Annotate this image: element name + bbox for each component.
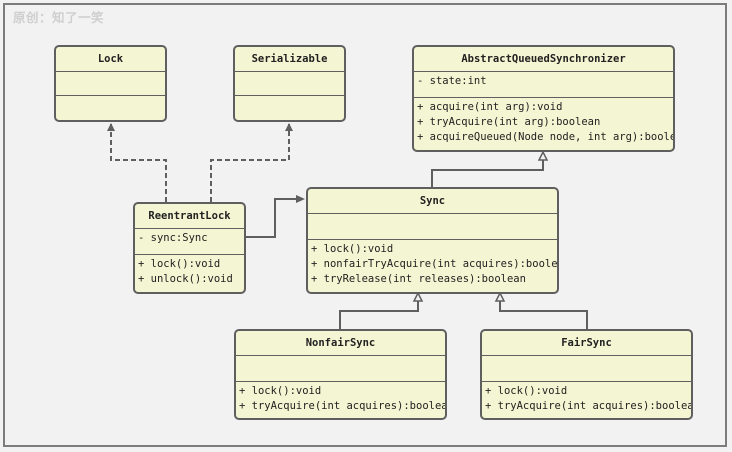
methods-section: + lock():void + unlock():void (135, 254, 244, 292)
attributes-section (56, 71, 165, 95)
attribute-sync: - sync:Sync (138, 232, 208, 244)
class-name: AbstractQueuedSynchronizer (461, 53, 626, 65)
methods-section (235, 95, 344, 120)
method-try-acquire: + tryAcquire(int acquires):boolean (239, 400, 447, 412)
methods-section: + lock():void + nonfairTryAcquire(int ac… (308, 239, 559, 292)
class-abstract-queued-synchronizer: AbstractQueuedSynchronizer - state:int +… (412, 45, 675, 152)
attributes-section (482, 355, 691, 381)
class-name: Sync (419, 195, 446, 207)
method-lock: + lock():void (239, 385, 322, 397)
realization-serializable-edge (210, 124, 290, 202)
methods-section: + lock():void + tryAcquire(int acquires)… (482, 381, 693, 418)
method-unlock: + unlock():void (138, 273, 233, 285)
realization-lock-arrowhead (107, 123, 115, 131)
generalization-fair-arrowhead (494, 291, 506, 302)
class-name: ReentrantLock (148, 210, 231, 222)
attributes-section (235, 71, 344, 95)
method-try-acquire: + tryAcquire(int acquires):boolean (485, 400, 693, 412)
class-name: Lock (97, 53, 124, 65)
method-lock: + lock():void (485, 385, 568, 397)
class-fair-sync: FairSync + lock():void + tryAcquire(int … (480, 329, 693, 420)
method-try-release: + tryRelease(int releases):boolean (311, 273, 526, 285)
attributes-section (236, 355, 445, 381)
generalization-aqs-arrowhead (537, 150, 549, 161)
method-acquire: + acquire(int arg):void (417, 101, 563, 113)
class-sync: Sync + lock():void + nonfairTryAcquire(i… (306, 187, 559, 294)
method-acquire-queued: + acquireQueued(Node node, int arg):bool… (417, 131, 675, 143)
class-nonfair-sync: NonfairSync + lock():void + tryAcquire(i… (234, 329, 447, 420)
method-nonfair-try-acquire: + nonfairTryAcquire(int acquires):boolea… (311, 258, 559, 270)
association-sync-arrowhead (296, 195, 305, 203)
method-try-acquire: + tryAcquire(int arg):boolean (417, 116, 601, 128)
methods-section: + lock():void + tryAcquire(int acquires)… (236, 381, 447, 418)
method-lock: + lock():void (138, 258, 221, 270)
class-reentrant-lock: ReentrantLock - sync:Sync + lock():void … (133, 202, 246, 294)
class-name: Serializable (251, 53, 328, 65)
generalization-fair-edge (499, 301, 588, 329)
generalization-nonfair-arrowhead (412, 291, 424, 302)
attributes-section: - state:int (414, 71, 673, 97)
realization-serializable-arrowhead (285, 123, 293, 131)
generalization-nonfair-edge (339, 301, 419, 329)
generalization-aqs-edge (431, 160, 544, 187)
watermark: 原创：知了一笑 (13, 10, 105, 25)
class-serializable: Serializable (233, 45, 346, 122)
attributes-section (308, 213, 557, 239)
class-lock: Lock (54, 45, 167, 122)
attributes-section: - sync:Sync (135, 228, 244, 254)
attribute-state: - state:int (417, 75, 487, 87)
methods-section: + acquire(int arg):void + tryAcquire(int… (414, 97, 675, 150)
class-name: FairSync (561, 337, 612, 349)
class-name: NonfairSync (305, 337, 376, 349)
association-sync-edge (245, 198, 303, 238)
method-lock: + lock():void (311, 243, 394, 255)
realization-lock-edge (110, 124, 167, 202)
methods-section (56, 95, 165, 120)
